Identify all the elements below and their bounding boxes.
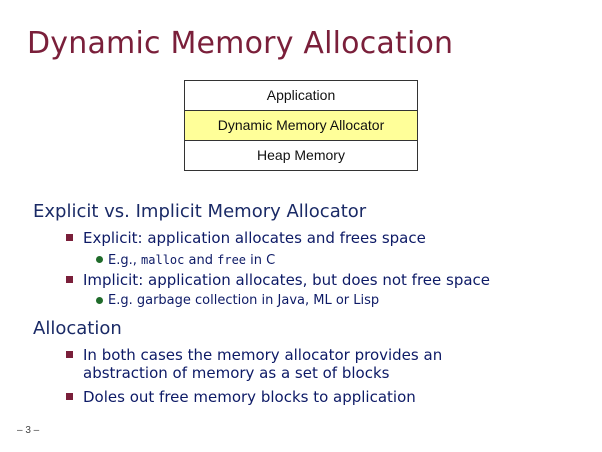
square-bullet-icon (66, 393, 73, 400)
square-bullet-icon (66, 351, 73, 358)
square-bullet-icon (66, 276, 73, 283)
code-free: free (217, 253, 247, 267)
section-heading-explicit-implicit: Explicit vs. Implicit Memory Allocator (33, 201, 367, 222)
layer-dynamic-memory-allocator: Dynamic Memory Allocator (185, 110, 417, 140)
page-number: – 3 – (17, 425, 40, 436)
bullet-body: application allocates and frees space (147, 229, 426, 247)
layer-application: Application (185, 81, 417, 110)
bullet-text: Implicit: application allocates, but doe… (83, 271, 490, 289)
bullet-text-line2: abstraction of memory as a set of blocks (83, 364, 390, 382)
dot-bullet-icon (96, 256, 103, 263)
sub-prefix: E.g., (108, 253, 137, 268)
allocator-stack-diagram: Application Dynamic Memory Allocator Hea… (184, 80, 418, 171)
slide-title: Dynamic Memory Allocation (27, 26, 454, 61)
sub-suffix: in C (250, 253, 276, 268)
bullet-lead: Implicit: (83, 271, 144, 289)
section-heading-allocation: Allocation (33, 318, 122, 339)
square-bullet-icon (66, 234, 73, 241)
dot-bullet-icon (96, 297, 103, 304)
sub-bullet-text: E.g. garbage collection in Java, ML or L… (108, 293, 380, 308)
sub-bullet-text: E.g., malloc and free in C (108, 252, 275, 269)
bullet-text: Doles out free memory blocks to applicat… (83, 388, 416, 406)
bullet-text-line1: In both cases the memory allocator provi… (83, 346, 443, 364)
bullet-lead: Explicit: (83, 229, 143, 247)
sub-mid: and (188, 253, 213, 268)
bullet-body: application allocates, but does not free… (148, 271, 491, 289)
code-malloc: malloc (141, 253, 185, 267)
bullet-text: Explicit: application allocates and free… (83, 229, 426, 247)
layer-heap-memory: Heap Memory (185, 140, 417, 170)
